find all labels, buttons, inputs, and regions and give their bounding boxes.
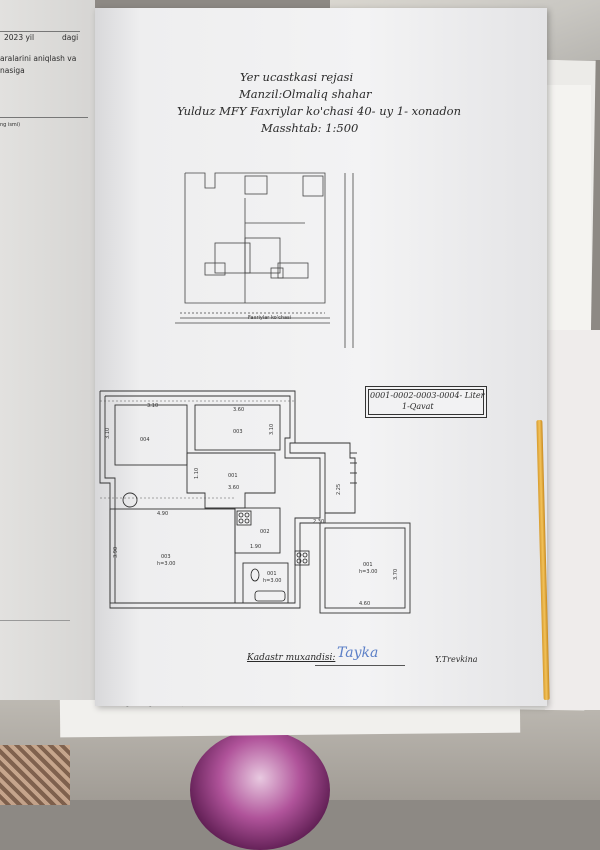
plan-address: Manzil:Olmaliq shahar	[239, 87, 372, 101]
stove-icon	[236, 510, 252, 526]
handwritten-signature: Tayka	[337, 645, 379, 661]
room-id: 001	[363, 562, 373, 568]
decorative-flower-pattern	[190, 730, 330, 850]
room-id: 004	[140, 437, 150, 443]
bathtub-icon	[254, 590, 286, 602]
signature-label: Kadastr muxandisi:	[247, 653, 336, 663]
street-label: Faxriylar ko'chasi	[248, 315, 292, 321]
plan-title: Yer ucastkasi rejasi	[240, 70, 354, 84]
site-plan-page: Yer ucastkasi rejasi Manzil:Olmaliq shah…	[95, 8, 547, 706]
background-card	[545, 330, 600, 710]
lot-boundary	[184, 172, 326, 304]
dim-label: 4.60	[359, 601, 370, 607]
liter-line-2: 1-Qavat	[402, 402, 434, 411]
dagi-text: dagi	[62, 33, 79, 42]
plan-scale: Masshtab: 1:500	[261, 121, 359, 135]
dim-label: 3.60	[233, 407, 244, 413]
left-line-3: ng ismi)	[0, 122, 21, 128]
knitted-fabric	[0, 745, 70, 805]
dim-label: 4.90	[157, 511, 168, 517]
stove-icon	[294, 550, 310, 566]
year-text: 2023 yil	[4, 33, 35, 42]
liter-box: 0001-0002-0003-0004- Liter 1-Qavat	[365, 386, 487, 418]
ceiling-label: h=3.00	[359, 569, 378, 575]
underline	[0, 31, 80, 32]
room-id: 001	[267, 571, 277, 577]
dim-label: 3.90	[113, 547, 119, 558]
engineer-name: Y.Trevkina	[435, 655, 478, 664]
left-document-page: 2023 yil dagi aralarini aniqlash va nasi…	[0, 0, 95, 700]
building-outline	[204, 262, 226, 276]
building-outline	[270, 267, 284, 279]
dim-label: 2.30	[313, 519, 324, 525]
liter-line-1: 0001-0002-0003-0004- Liter	[370, 391, 485, 400]
building-outline	[244, 175, 268, 195]
room-id: 003	[233, 429, 243, 435]
site-plan-drawing	[175, 172, 330, 324]
road-lines	[344, 173, 354, 348]
underline	[0, 117, 88, 118]
dim-label: 3.70	[393, 569, 399, 580]
room-id: 001	[228, 473, 238, 479]
signature-line	[315, 665, 405, 666]
dim-label: 1.10	[194, 468, 200, 479]
column-icon	[122, 492, 138, 508]
building-outline	[277, 262, 309, 279]
building-outline	[244, 237, 281, 274]
toilet-icon	[250, 568, 260, 582]
dim-label: 3.60	[228, 485, 239, 491]
underline	[0, 620, 70, 621]
building-outline	[302, 175, 324, 197]
room-id: 002	[260, 529, 270, 535]
floor-plan-drawing: 3.10 004 3.10 3.60 003 3.10 001 3.60 1.1…	[99, 390, 411, 614]
building-outline	[214, 242, 251, 274]
dim-label: 3.10	[269, 424, 275, 435]
plan-street-line: Yulduz MFY Faxriylar ko'chasi 40- uy 1- …	[177, 104, 462, 118]
ceiling-label: h=3.00	[157, 561, 176, 567]
left-line-1: aralarini aniqlash va	[0, 54, 77, 63]
dim-label: 3.10	[105, 428, 111, 439]
dim-label: 3.10	[147, 403, 158, 409]
room-id: 003	[161, 554, 171, 560]
dim-label: 2.25	[336, 484, 342, 495]
dim-label: 1.90	[250, 544, 261, 550]
left-line-2: nasiga	[0, 66, 25, 75]
ceiling-label: h=3.00	[263, 578, 282, 584]
